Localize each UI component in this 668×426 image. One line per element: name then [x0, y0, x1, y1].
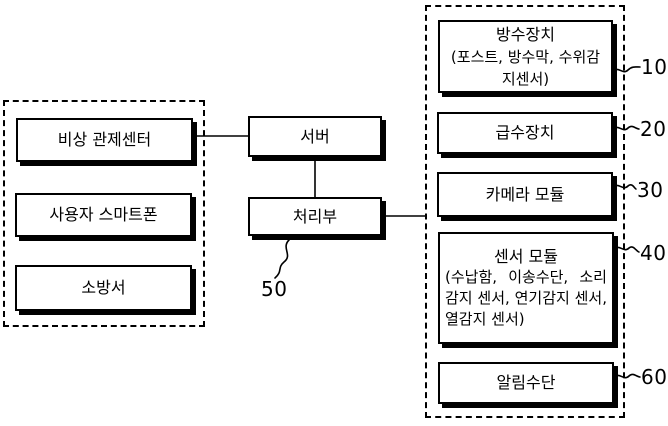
box-server: 서버: [248, 116, 382, 157]
box-label: 소방서: [81, 278, 126, 297]
ref-label-20: 20: [640, 117, 667, 141]
box-user-smartphone: 사용자 스마트폰: [15, 193, 192, 237]
box-label: 비상 관제센터: [57, 130, 152, 149]
box-title: 급수장치: [495, 123, 555, 142]
ref-label-30: 30: [637, 178, 664, 202]
box-title: 센서 모듈: [494, 247, 558, 266]
box-sensor-module: 센서 모듈 (수납함, 이송수단, 소리감지 센서, 연기감지 센서, 열감지 …: [438, 232, 614, 344]
box-notification-means: 알림수단: [438, 362, 614, 404]
ref-label-10: 10: [641, 55, 668, 79]
box-label: 서버: [300, 126, 330, 146]
right-dashed-group: [425, 5, 625, 418]
box-detail: (수납함, 이송수단, 소리감지 센서, 연기감지 센서, 열감지 센서): [445, 268, 607, 328]
box-waterproof-device: 방수장치 (포스트, 방수막, 수위감지센서): [438, 20, 613, 93]
box-title: 카메라 모듈: [485, 184, 565, 204]
box-detail: (포스트, 방수막, 수위감지센서): [450, 47, 601, 88]
box-processor: 처리부: [248, 197, 382, 236]
left-dashed-group: [3, 100, 205, 327]
box-camera-module: 카메라 모듈: [437, 172, 613, 217]
ref-label-40: 40: [640, 241, 667, 265]
box-emergency-control-center: 비상 관제센터: [16, 118, 193, 162]
leader-squiggle-50: [274, 239, 290, 279]
box-water-supply-device: 급수장치: [437, 112, 613, 154]
box-label: 사용자 스마트폰: [49, 205, 158, 224]
box-fire-station: 소방서: [15, 265, 192, 311]
box-title: 알림수단: [496, 373, 556, 392]
ref-label-50: 50: [261, 277, 288, 301]
box-label: 처리부: [292, 206, 338, 226]
ref-label-60: 60: [641, 365, 668, 389]
box-title: 방수장치: [496, 24, 555, 44]
